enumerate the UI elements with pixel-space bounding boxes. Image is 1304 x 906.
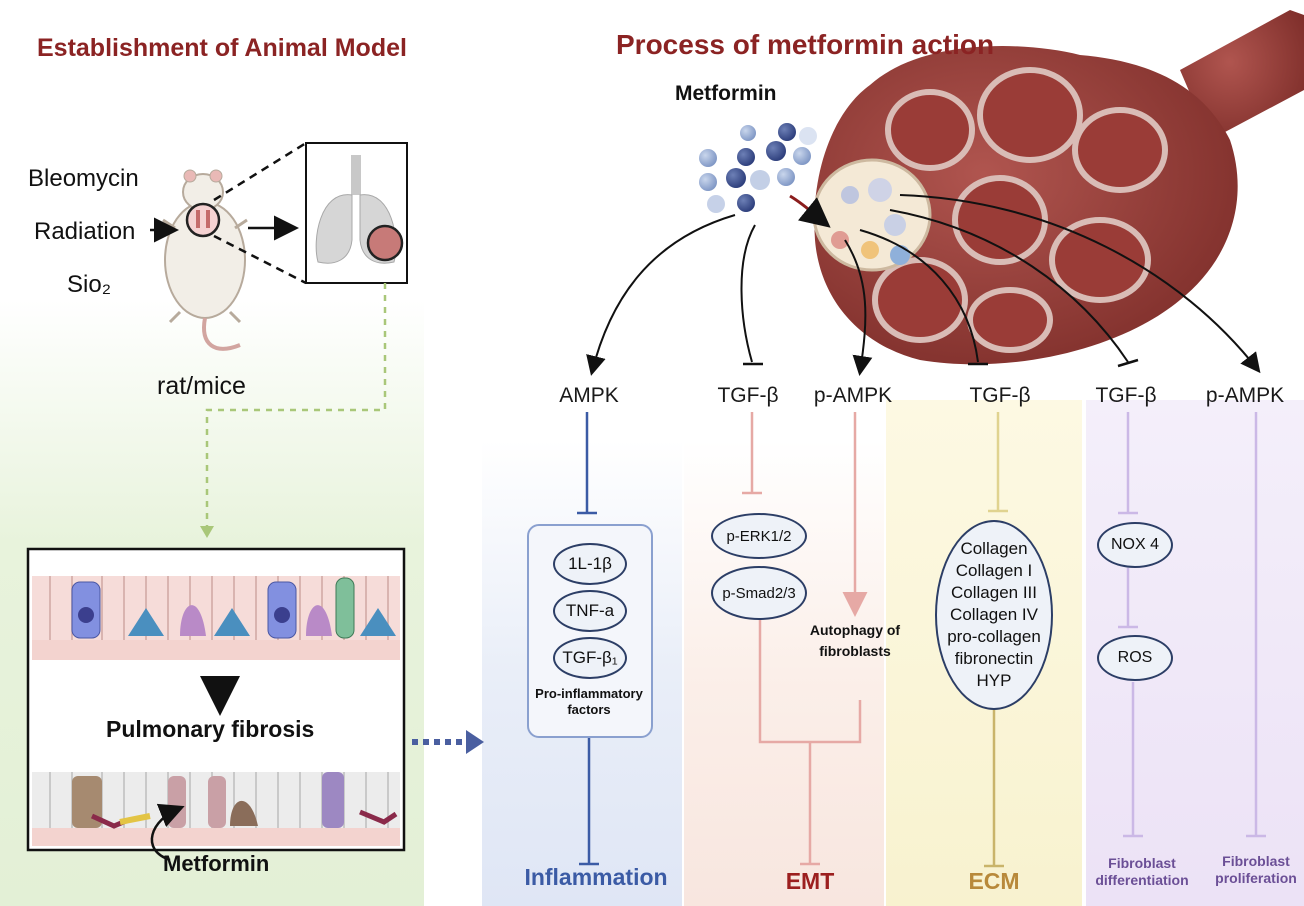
lung-tissue-illustration: [812, 10, 1304, 365]
autophagy-label: Autophagy of fibroblasts: [809, 622, 901, 659]
lung-illustration: [315, 155, 404, 264]
inducer-radiation: Radiation: [34, 218, 136, 245]
animal-model-title: Establishment of Animal Model: [37, 34, 407, 62]
ecm-item-fibronectin: fibronectin: [954, 649, 1034, 668]
outcome-fibroblast-proliferation: Fibroblast proliferation: [1215, 853, 1297, 886]
factor-perk: p-ERK1/2: [711, 513, 807, 559]
ecm-item-collagen: Collagen: [960, 539, 1028, 558]
pathway-tgfb-ecm-label: TGF-β: [969, 384, 1031, 407]
factor-il1b: 1L-1β: [553, 543, 627, 585]
metformin-action-title: Process of metformin action: [616, 29, 995, 60]
factor-ros: ROS: [1097, 635, 1173, 681]
pathway-tgfb-differentiation-label: TGF-β: [1095, 384, 1157, 407]
ecm-item-collagen-i: Collagen I: [955, 561, 1033, 580]
pro-inflammatory-caption: Pro-inflammatory factors: [535, 686, 643, 717]
ecm-item-collagen-iv: Collagen IV: [950, 605, 1038, 624]
outcome-emt: EMT: [785, 868, 835, 894]
pathway-pampk-proliferation-label: p-AMPK: [1205, 384, 1285, 407]
rat-illustration: [162, 169, 248, 351]
animal-label: rat/mice: [157, 372, 246, 400]
ecm-components: Collagen Collagen I Collagen III Collage…: [935, 520, 1053, 710]
healthy-epithelium: [32, 576, 400, 660]
pathway-ampk-label: AMPK: [559, 384, 619, 407]
fibrotic-epithelium: [32, 772, 400, 846]
factor-nox4: NOX 4: [1097, 522, 1173, 568]
outcome-ecm: ECM: [968, 868, 1020, 894]
ecm-item-pro-collagen: pro-collagen: [947, 627, 1041, 646]
ecm-item-hyp: HYP: [976, 671, 1012, 690]
factor-psmad: p-Smad2/3: [711, 566, 807, 620]
factor-tnfa: TNF-a: [553, 590, 627, 632]
inducer-bleomycin: Bleomycin: [28, 165, 139, 192]
ecm-item-collagen-iii: Collagen III: [951, 583, 1037, 602]
pathway-tgfb-emt-label: TGF-β: [717, 384, 779, 407]
metformin-treatment-label: Metformin: [163, 851, 270, 876]
outcome-inflammation: Inflammation: [524, 864, 668, 890]
inducer-sio2: Sio₂: [67, 271, 112, 298]
factor-tgfb1: TGF-β₁: [553, 637, 627, 679]
outcome-fibroblast-differentiation: Fibroblast differentiation: [1095, 855, 1189, 888]
metformin-molecules: [699, 123, 817, 213]
metformin-label: Metformin: [675, 82, 777, 105]
pulmonary-fibrosis-label: Pulmonary fibrosis: [106, 716, 315, 742]
pathway-pampk-autophagy-label: p-AMPK: [813, 384, 893, 407]
